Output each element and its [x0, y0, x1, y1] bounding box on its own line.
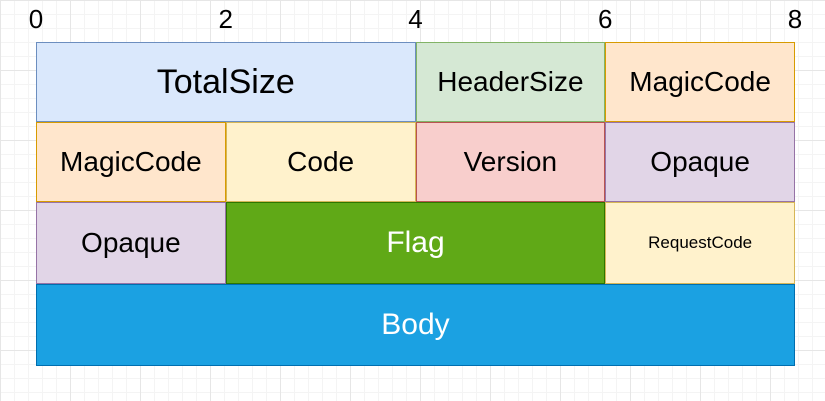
ruler-label-4: 4	[408, 4, 423, 34]
field-block-body: Body	[36, 284, 795, 366]
field-block-totalsize: TotalSize	[36, 42, 416, 122]
field-block-magiccode: MagicCode	[605, 42, 795, 122]
field-block-flag: Flag	[225, 202, 606, 284]
field-block-magiccode: MagicCode	[36, 122, 226, 202]
field-block-opaque: Opaque	[605, 122, 795, 202]
byte-row-3: Body	[36, 284, 795, 366]
ruler-label-0: 0	[28, 4, 44, 34]
field-block-requestcode: RequestCode	[605, 202, 795, 284]
field-block-headersize: HeaderSize	[415, 42, 606, 122]
ruler-label-6: 6	[598, 4, 613, 34]
ruler-label-8: 8	[787, 4, 803, 34]
field-block-opaque: Opaque	[36, 202, 226, 284]
field-block-version: Version	[415, 122, 606, 202]
field-block-code: Code	[225, 122, 416, 202]
ruler-label-2: 2	[218, 4, 233, 34]
